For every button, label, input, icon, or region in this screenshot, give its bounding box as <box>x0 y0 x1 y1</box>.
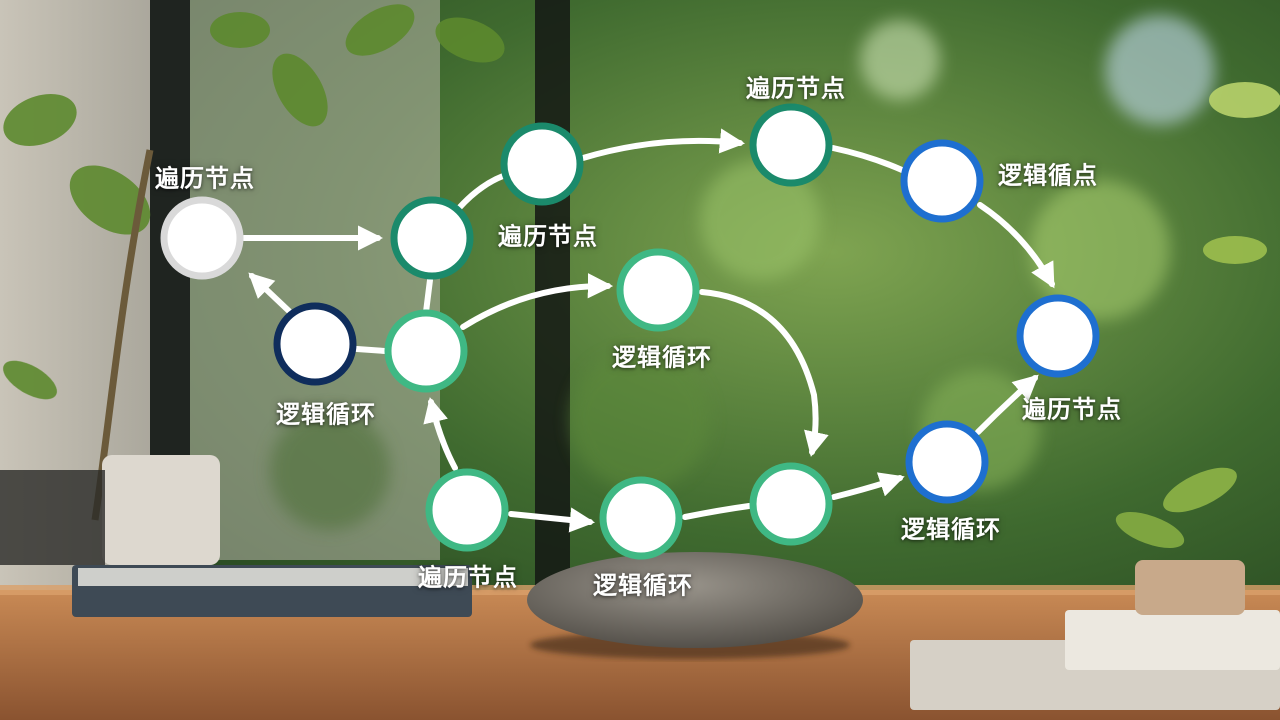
label-n3: 遍历节点 <box>746 74 846 103</box>
node-7[interactable] <box>273 302 357 386</box>
connector-n10-n8 <box>423 397 458 471</box>
connector-n5-n6 <box>977 202 1055 289</box>
node-11[interactable] <box>599 476 683 560</box>
node-4[interactable] <box>749 103 833 187</box>
connector-n10-n11 <box>508 507 596 533</box>
connector-n3-n4 <box>580 128 746 161</box>
connectors <box>241 128 1055 533</box>
node-12[interactable] <box>749 462 833 546</box>
label-n2: 遍历节点 <box>498 222 598 251</box>
node-13[interactable] <box>905 420 989 504</box>
connector-n7-n1 <box>248 272 293 315</box>
node-3[interactable] <box>500 122 584 206</box>
nodes <box>160 103 1100 560</box>
connector-n11-n12 <box>682 503 752 520</box>
label-n10: 遍历节点 <box>1022 395 1122 424</box>
node-1[interactable] <box>160 196 244 280</box>
connector-n4-n5 <box>830 145 905 173</box>
node-9[interactable] <box>616 248 700 332</box>
connector-n9-n12 <box>699 289 829 457</box>
label-n4: 逻辑循点 <box>998 161 1098 190</box>
node-10[interactable] <box>425 468 509 552</box>
node-8[interactable] <box>384 309 468 393</box>
connector-n13-n6 <box>975 374 1039 435</box>
label-n7: 遍历节点 <box>418 563 518 592</box>
label-n5: 逻辑循环 <box>276 400 376 429</box>
label-n1: 遍历节点 <box>155 164 255 193</box>
connector-n7-n8 <box>354 346 388 354</box>
connector-n8-n9 <box>460 273 614 330</box>
connector-n2-n3 <box>456 173 506 211</box>
label-n9: 逻辑循环 <box>901 515 1001 544</box>
connector-n2-n8 <box>423 277 433 315</box>
node-2[interactable] <box>390 196 474 280</box>
node-6[interactable] <box>1016 294 1100 378</box>
node-5[interactable] <box>900 139 984 223</box>
label-n6: 逻辑循环 <box>612 343 712 372</box>
label-n8: 逻辑循环 <box>593 571 693 600</box>
connector-n12-n13 <box>831 472 905 500</box>
